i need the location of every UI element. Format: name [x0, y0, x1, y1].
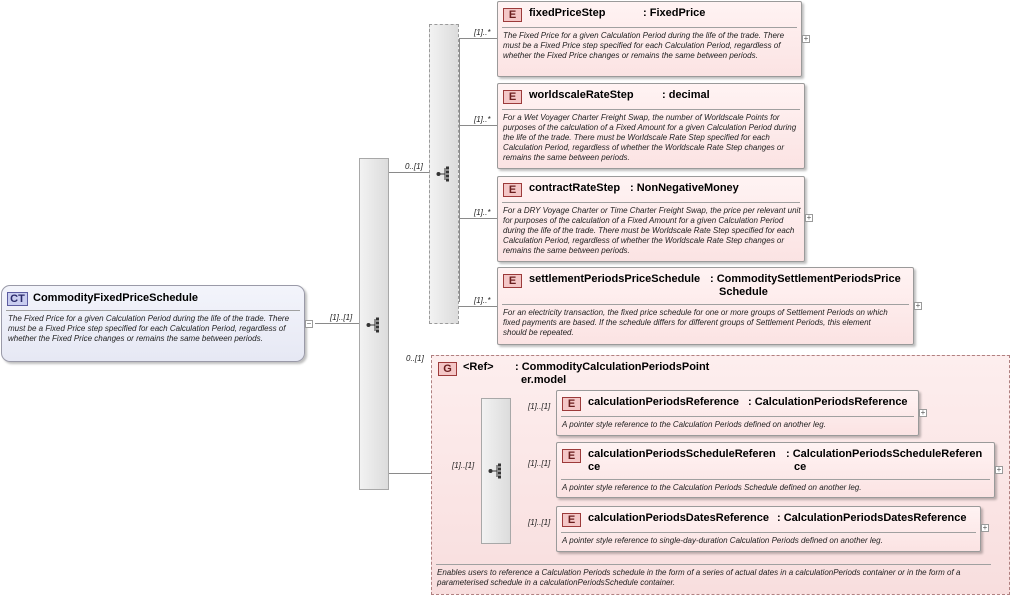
expand-plus-icon[interactable]: + [914, 301, 922, 310]
connector-root-to-seq [315, 323, 360, 324]
group-description: Enables users to reference a Calculation… [437, 568, 961, 587]
element-separator [561, 479, 990, 480]
expand-plus-icon[interactable]: + [995, 465, 1003, 474]
element-description: For a DRY Voyage Charter or Time Charter… [503, 206, 801, 255]
group-sequence-icon [488, 463, 501, 479]
group-sequence-compositor[interactable] [481, 398, 511, 544]
group-type-continued: er.model [521, 374, 567, 386]
expand-plus-icon[interactable]: + [919, 408, 927, 417]
element-contractRateStep[interactable]: E contractRateStep : NonNegativeMoney Fo… [497, 176, 805, 262]
collapse-minus-icon[interactable]: − [305, 319, 313, 328]
connector-choice-3 [459, 218, 497, 219]
element-cardinality: [1]..[1] [528, 402, 551, 411]
element-fixedPriceStep[interactable]: E fixedPriceStep : FixedPrice The Fixed … [497, 1, 802, 77]
element-name: calculationPeriodsDatesReference [588, 512, 769, 524]
element-badge: E [503, 90, 522, 104]
element-description: A pointer style reference to the Calcula… [562, 420, 826, 429]
element-cardinality: [1]..* [474, 296, 491, 305]
element-name: worldscaleRateStep [529, 89, 634, 101]
element-badge: E [562, 449, 581, 463]
root-separator [6, 310, 300, 311]
element-name: contractRateStep [529, 182, 621, 194]
expand-plus-icon[interactable]: + [802, 34, 810, 43]
expand-plus-icon[interactable]: + [805, 213, 813, 222]
element-type: : FixedPrice [643, 7, 706, 19]
element-badge: E [503, 274, 522, 288]
element-description: A pointer style reference to single-day-… [562, 536, 883, 545]
element-description: For an electricity transaction, the fixe… [503, 308, 888, 337]
element-name: calculationPeriodsReference [588, 396, 740, 408]
connector-seq-to-choice [388, 172, 430, 173]
element-calculationPeriodsReference[interactable]: E calculationPeriodsReference : Calculat… [556, 390, 919, 436]
element-type: : decimal [662, 89, 710, 101]
element-separator [561, 532, 976, 533]
element-cardinality: [1]..* [474, 28, 491, 37]
element-type: : CommoditySettlementPeriodsPrice [710, 273, 901, 285]
element-description: For a Wet Voyager Charter Freight Swap, … [503, 113, 797, 162]
element-description: A pointer style reference to the Calcula… [562, 483, 862, 492]
element-separator [561, 416, 914, 417]
element-badge: E [562, 397, 581, 411]
group-ref-label: <Ref> [463, 361, 494, 373]
group-separator [436, 564, 991, 565]
element-name-continued: ce [588, 461, 601, 473]
element-name: calculationPeriodsScheduleReferen [588, 448, 776, 460]
element-badge: E [562, 513, 581, 527]
element-calculationPeriodsDatesReference[interactable]: E calculationPeriodsDatesReference : Cal… [556, 506, 981, 552]
element-cardinality: [1]..* [474, 208, 491, 217]
choice-cardinality: 0..[1] [405, 162, 423, 171]
group-seq-cardinality: [1]..[1] [452, 461, 475, 470]
element-separator [502, 27, 797, 28]
element-name: fixedPriceStep [529, 7, 606, 19]
root-type-name: CommodityFixedPriceSchedule [33, 292, 199, 304]
element-cardinality: [1]..* [474, 115, 491, 124]
element-separator [502, 202, 800, 203]
element-type: : CalculationPeriodsScheduleReferen [786, 448, 983, 460]
element-separator [502, 304, 909, 305]
element-type: : CalculationPeriodsDatesReference [777, 512, 967, 524]
connector-choice-1 [459, 38, 497, 39]
element-type: : CalculationPeriodsReference [748, 396, 908, 408]
element-type: : NonNegativeMoney [630, 182, 739, 194]
sequence-icon [366, 317, 379, 333]
element-worldscaleRateStep[interactable]: E worldscaleRateStep : decimal For a Wet… [497, 83, 805, 169]
connector-choice-2 [459, 125, 497, 126]
group-badge: G [438, 362, 457, 376]
element-cardinality: [1]..[1] [528, 459, 551, 468]
group-cardinality: 0..[1] [406, 354, 424, 363]
element-calculationPeriodsScheduleReference[interactable]: E calculationPeriodsScheduleReferen ce :… [556, 442, 995, 498]
element-description: The Fixed Price for a given Calculation … [503, 31, 785, 60]
root-description: The Fixed Price for a given Calculation … [8, 314, 290, 343]
choice-sequence-icon [436, 166, 449, 182]
element-type-continued: ce [794, 461, 807, 473]
root-complex-type[interactable]: CT CommodityFixedPriceSchedule The Fixed… [1, 285, 305, 362]
choice-compositor[interactable] [429, 24, 459, 324]
element-badge: E [503, 8, 522, 22]
element-badge: E [503, 183, 522, 197]
element-cardinality: [1]..[1] [528, 518, 551, 527]
element-separator [502, 109, 800, 110]
expand-plus-icon[interactable]: + [981, 523, 989, 532]
connector-choice-bus [459, 38, 460, 302]
complex-type-badge: CT [7, 292, 28, 306]
root-seq-cardinality: [1]..[1] [330, 313, 353, 322]
element-type-continued: Schedule [719, 286, 768, 298]
root-sequence-compositor[interactable] [359, 158, 389, 490]
group-type: : CommodityCalculationPeriodsPoint [515, 361, 710, 373]
element-name: settlementPeriodsPriceSchedule [529, 273, 701, 285]
connector-choice-4 [459, 306, 497, 307]
element-settlementPeriodsPriceSchedule[interactable]: E settlementPeriodsPriceSchedule : Commo… [497, 267, 914, 345]
